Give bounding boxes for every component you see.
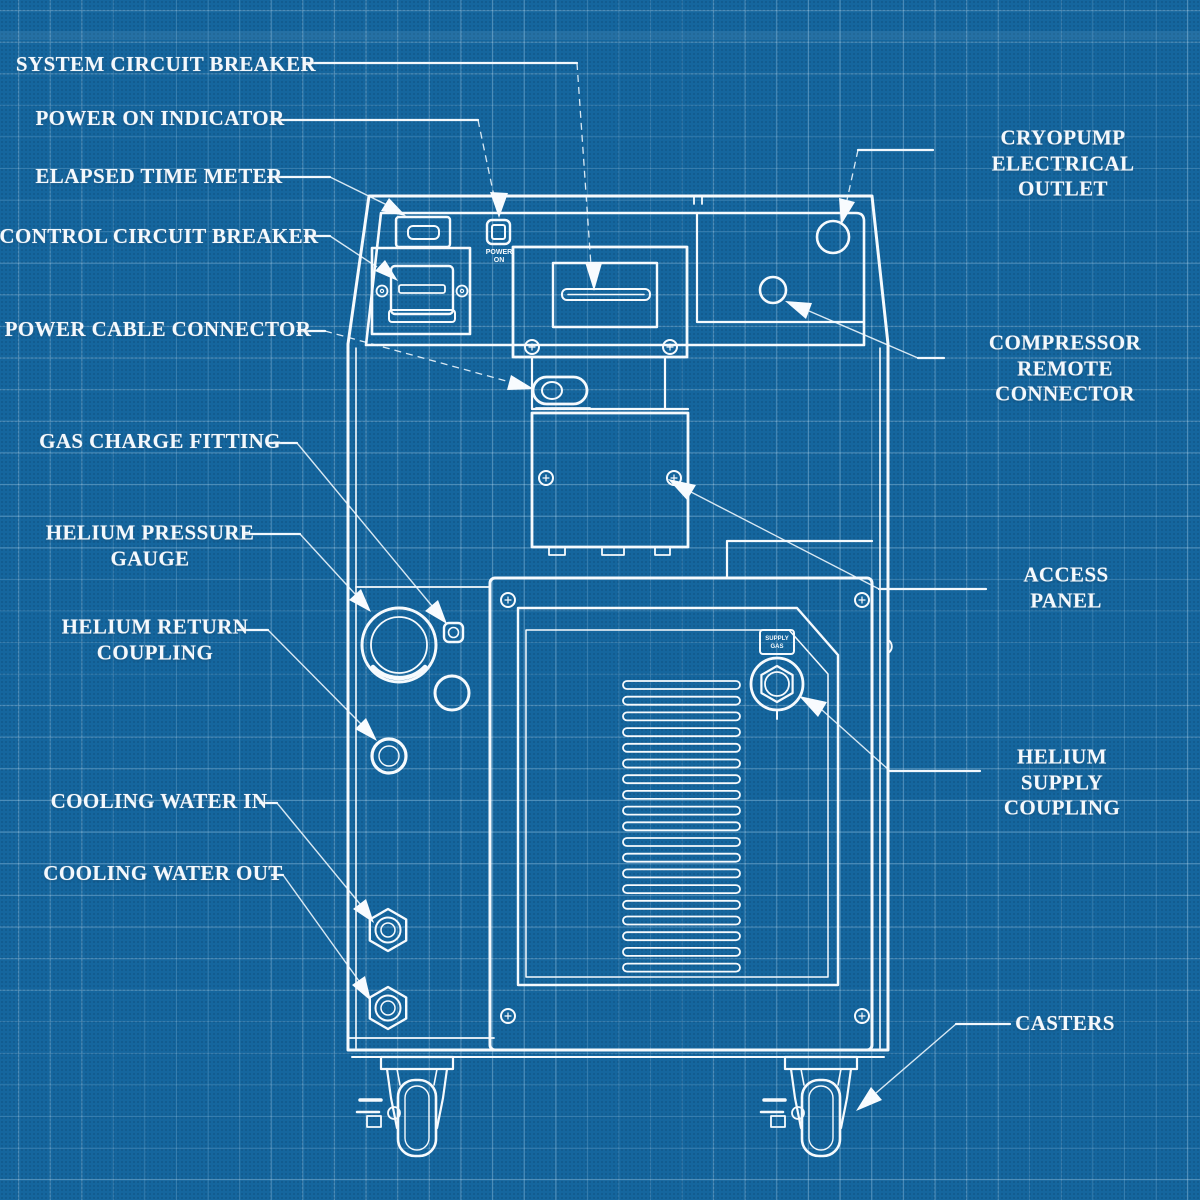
screw: [524, 339, 678, 355]
cooling-water-in-fitting: [368, 907, 408, 953]
leader-casters: [856, 1022, 1012, 1111]
elapsed-time-meter: [394, 215, 452, 249]
svg-text:ON: ON: [494, 257, 505, 264]
access-panel: [530, 355, 690, 556]
screw: [538, 470, 682, 486]
leader-helium-pressure-gauge: [241, 532, 371, 612]
cooling-water-out-fitting: [368, 985, 408, 1031]
callout-system-circuit-breaker: SYSTEM CIRCUIT BREAKER: [15, 52, 317, 77]
helium-supply-coupling: SUPPLY GAS: [749, 629, 805, 720]
caster-right: [759, 1055, 859, 1158]
front-panel: [488, 539, 874, 1052]
power-on-indicator: POWER ON: [486, 218, 512, 264]
helium-return-coupling: [370, 737, 408, 775]
leader-power-on-indicator: [272, 118, 508, 218]
leader-power-cable-connector: [296, 329, 534, 390]
caster-left: [355, 1055, 455, 1158]
callout-cryopump-electrical-outlet: CRYOPUMP ELECTRICAL OUTLET: [991, 125, 1135, 201]
leader-access-panel: [668, 479, 988, 591]
leader-cooling-water-out: [270, 873, 371, 1001]
service-port: [433, 674, 471, 712]
callout-casters: CASTERS: [1015, 1011, 1115, 1036]
callout-helium-supply-coupling: HELIUM SUPPLY COUPLING: [1003, 744, 1121, 820]
leader-cooling-water-in: [258, 801, 374, 923]
callout-elapsed-time-meter: ELAPSED TIME METER: [35, 164, 283, 189]
leader-helium-supply-coupling: [799, 696, 982, 773]
leader-cryopump-electrical-outlet: [839, 148, 935, 225]
callout-power-cable-connector: POWER CABLE CONNECTOR: [4, 317, 312, 342]
callout-power-on-indicator: POWER ON INDICATOR: [35, 106, 285, 131]
callout-cooling-water-out: COOLING WATER OUT: [43, 861, 283, 886]
leader-elapsed-time-meter: [266, 175, 406, 216]
power-cable-connector: [531, 375, 591, 409]
helium-pressure-gauge: [360, 606, 438, 684]
svg-text:GAS: GAS: [770, 644, 783, 650]
system-circuit-breaker: [511, 245, 689, 359]
gas-charge-fitting: [442, 621, 465, 644]
svg-text:POWER: POWER: [486, 249, 512, 256]
top-control-panel: [364, 211, 866, 347]
leader-system-circuit-breaker: [304, 61, 602, 291]
leader-gas-charge-fitting: [266, 441, 447, 624]
leader-compressor-remote-connector: [785, 301, 946, 360]
leader-control-circuit-breaker: [303, 234, 398, 281]
callout-compressor-remote-connector: COMPRESSOR REMOTE CONNECTOR: [988, 330, 1142, 406]
callout-gas-charge-fitting: GAS CHARGE FITTING: [39, 429, 281, 454]
callout-control-circuit-breaker: CONTROL CIRCUIT BREAKER: [0, 224, 319, 249]
screw: [375, 284, 469, 298]
control-circuit-breaker: [370, 246, 472, 336]
callout-access-panel: ACCESS PANEL: [1023, 562, 1109, 612]
callout-helium-return-coupling: HELIUM RETURN COUPLING: [61, 614, 249, 664]
svg-text:SUPPLY: SUPPLY: [765, 636, 788, 642]
vent-louvers: [622, 680, 741, 973]
compressor-remote-connector: [758, 275, 788, 305]
callout-cooling-water-in: COOLING WATER IN: [50, 789, 268, 814]
leader-helium-return-coupling: [236, 628, 377, 741]
scan-band: [0, 31, 1200, 40]
callout-helium-pressure-gauge: HELIUM PRESSURE GAUGE: [45, 520, 255, 570]
screw: [500, 592, 870, 1024]
cryopump-electrical-outlet: [815, 219, 851, 255]
